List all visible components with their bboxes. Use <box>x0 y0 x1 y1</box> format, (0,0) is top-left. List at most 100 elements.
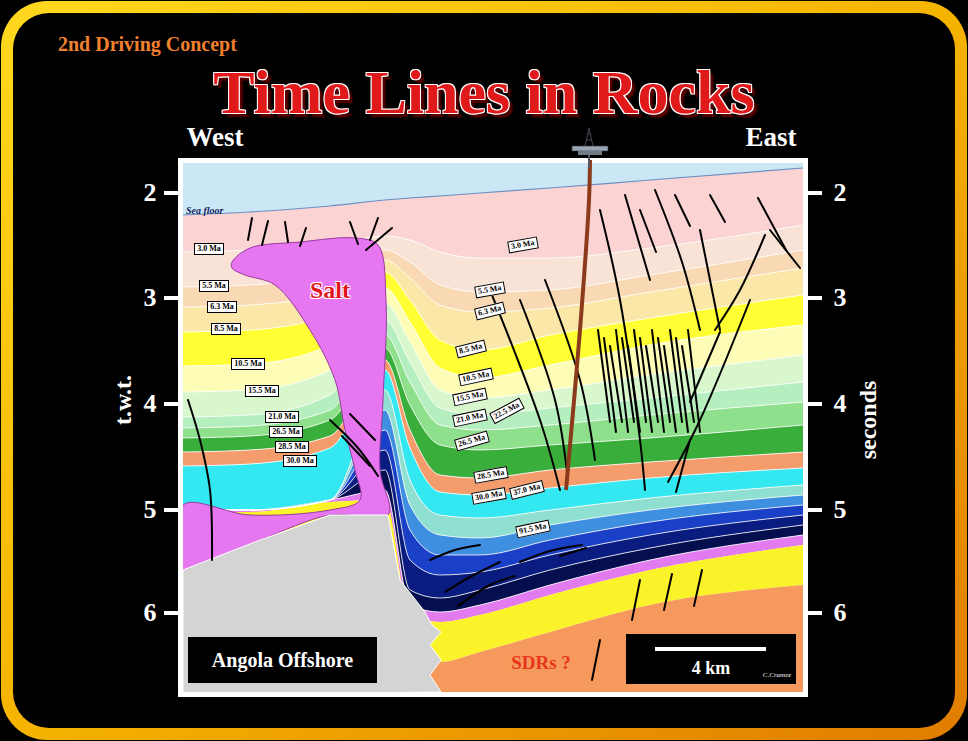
author-credit: C.Cramez <box>763 672 791 679</box>
age-label-box: 10.5 Ma <box>231 358 265 370</box>
axis-tick <box>164 402 180 406</box>
axis-title: t.w.t. <box>111 375 135 425</box>
fault-line <box>710 195 725 222</box>
black-ground <box>13 13 955 728</box>
age-label: 5.5 Ma <box>478 283 503 296</box>
fault-line <box>366 228 392 250</box>
age-label-box: 8.5 Ma <box>211 323 241 335</box>
axis-tick <box>806 191 822 195</box>
scale-bar <box>655 647 766 651</box>
time-line <box>183 303 803 398</box>
concept-heading: 2nd Driving Concept <box>58 34 237 54</box>
fault-line <box>694 570 702 606</box>
age-label: 6.3 Ma <box>477 303 502 317</box>
fault-line <box>632 580 640 620</box>
age-label-box: 6.3 Ma <box>207 301 237 313</box>
age-label-box: 3.0 Ma <box>507 237 538 254</box>
age-label: 37.0 Ma <box>512 482 541 497</box>
fault-line <box>342 436 370 466</box>
age-label-box: 37.0 Ma <box>509 480 544 500</box>
drilling-rig <box>572 128 608 168</box>
axis-value: 5 <box>834 497 847 523</box>
time-line <box>183 320 803 417</box>
strata-band <box>183 335 803 450</box>
time-line <box>183 335 803 430</box>
axis-value: 4 <box>144 391 157 417</box>
sea-floor-line <box>183 168 803 215</box>
axis-value: 5 <box>144 497 157 523</box>
fault-line <box>675 195 690 226</box>
age-label-box: 91.5 Ma <box>515 520 550 539</box>
axis-value: 6 <box>144 600 157 626</box>
axis-value: 3 <box>144 285 157 311</box>
age-label: 8.5 Ma <box>214 324 238 333</box>
age-label: 21.0 Ma <box>455 410 484 425</box>
scale-length: 4 km <box>692 659 731 677</box>
fault-line <box>700 230 720 330</box>
axis-tick <box>806 611 822 615</box>
fault-line <box>445 562 500 592</box>
axis-tick <box>164 611 180 615</box>
age-label-box: 28.5 Ma <box>473 466 508 484</box>
fault-line <box>520 300 568 480</box>
cross-section <box>183 163 803 692</box>
age-label: 3.0 Ma <box>197 244 221 253</box>
age-label-box: 8.5 Ma <box>455 340 487 359</box>
age-label-box: 21.0 Ma <box>452 409 487 428</box>
age-label-box: 26.5 Ma <box>454 431 490 452</box>
fault-line <box>676 440 690 492</box>
axis-value: 4 <box>834 391 847 417</box>
time-line <box>183 288 803 378</box>
sdr-label: SDRs ? <box>511 653 571 672</box>
age-label: 26.5 Ma <box>272 427 300 436</box>
age-label: 10.5 Ma <box>461 369 490 384</box>
fault-line <box>330 420 378 476</box>
age-label-box: 6.3 Ma <box>474 302 506 321</box>
age-label-box: 28.5 Ma <box>275 441 309 453</box>
age-label: 26.5 Ma <box>457 432 486 448</box>
axis-tick <box>164 191 180 195</box>
age-label-box: 5.5 Ma <box>474 282 505 299</box>
direction-label: West <box>187 124 244 151</box>
direction-label: East <box>745 124 796 151</box>
fault-line <box>600 210 645 490</box>
fault-line <box>688 330 700 432</box>
age-label: 30.0 Ma <box>475 489 504 503</box>
age-label: 8.5 Ma <box>458 341 483 355</box>
age-label: 22.5 Ma <box>492 400 521 421</box>
fault-line <box>490 290 560 490</box>
axis-tick <box>806 508 822 512</box>
fault-line <box>430 545 480 560</box>
axis-value: 2 <box>834 180 847 206</box>
age-label-box: 15.5 Ma <box>452 388 487 407</box>
axis-tick <box>806 402 822 406</box>
age-label-box: 5.5 Ma <box>199 280 229 292</box>
axis-value: 3 <box>834 285 847 311</box>
fault-line <box>188 400 212 560</box>
axis-tick <box>164 508 180 512</box>
fault-line <box>664 574 672 610</box>
axis-value: 6 <box>834 600 847 626</box>
age-label-box: 30.0 Ma <box>471 487 506 505</box>
axis-value: 2 <box>144 180 157 206</box>
fault-line <box>616 330 628 432</box>
time-line <box>183 370 803 495</box>
fault-line <box>370 218 378 240</box>
time-line <box>183 360 803 478</box>
fault-line <box>248 218 252 240</box>
age-label-box: 3.0 Ma <box>194 243 224 255</box>
age-label: 91.5 Ma <box>518 521 547 536</box>
age-label-box: 30.0 Ma <box>283 455 317 467</box>
age-label: 10.5 Ma <box>234 359 262 368</box>
fault-line <box>758 198 786 250</box>
age-label: 6.3 Ma <box>210 302 234 311</box>
age-label: 21.0 Ma <box>268 412 296 421</box>
fault-line <box>640 210 656 252</box>
age-label: 3.0 Ma <box>511 238 536 251</box>
fault-line <box>560 548 586 556</box>
age-label-box: 15.5 Ma <box>245 385 279 397</box>
fault-line <box>652 330 664 432</box>
location-box: Angola Offshore <box>188 637 377 683</box>
